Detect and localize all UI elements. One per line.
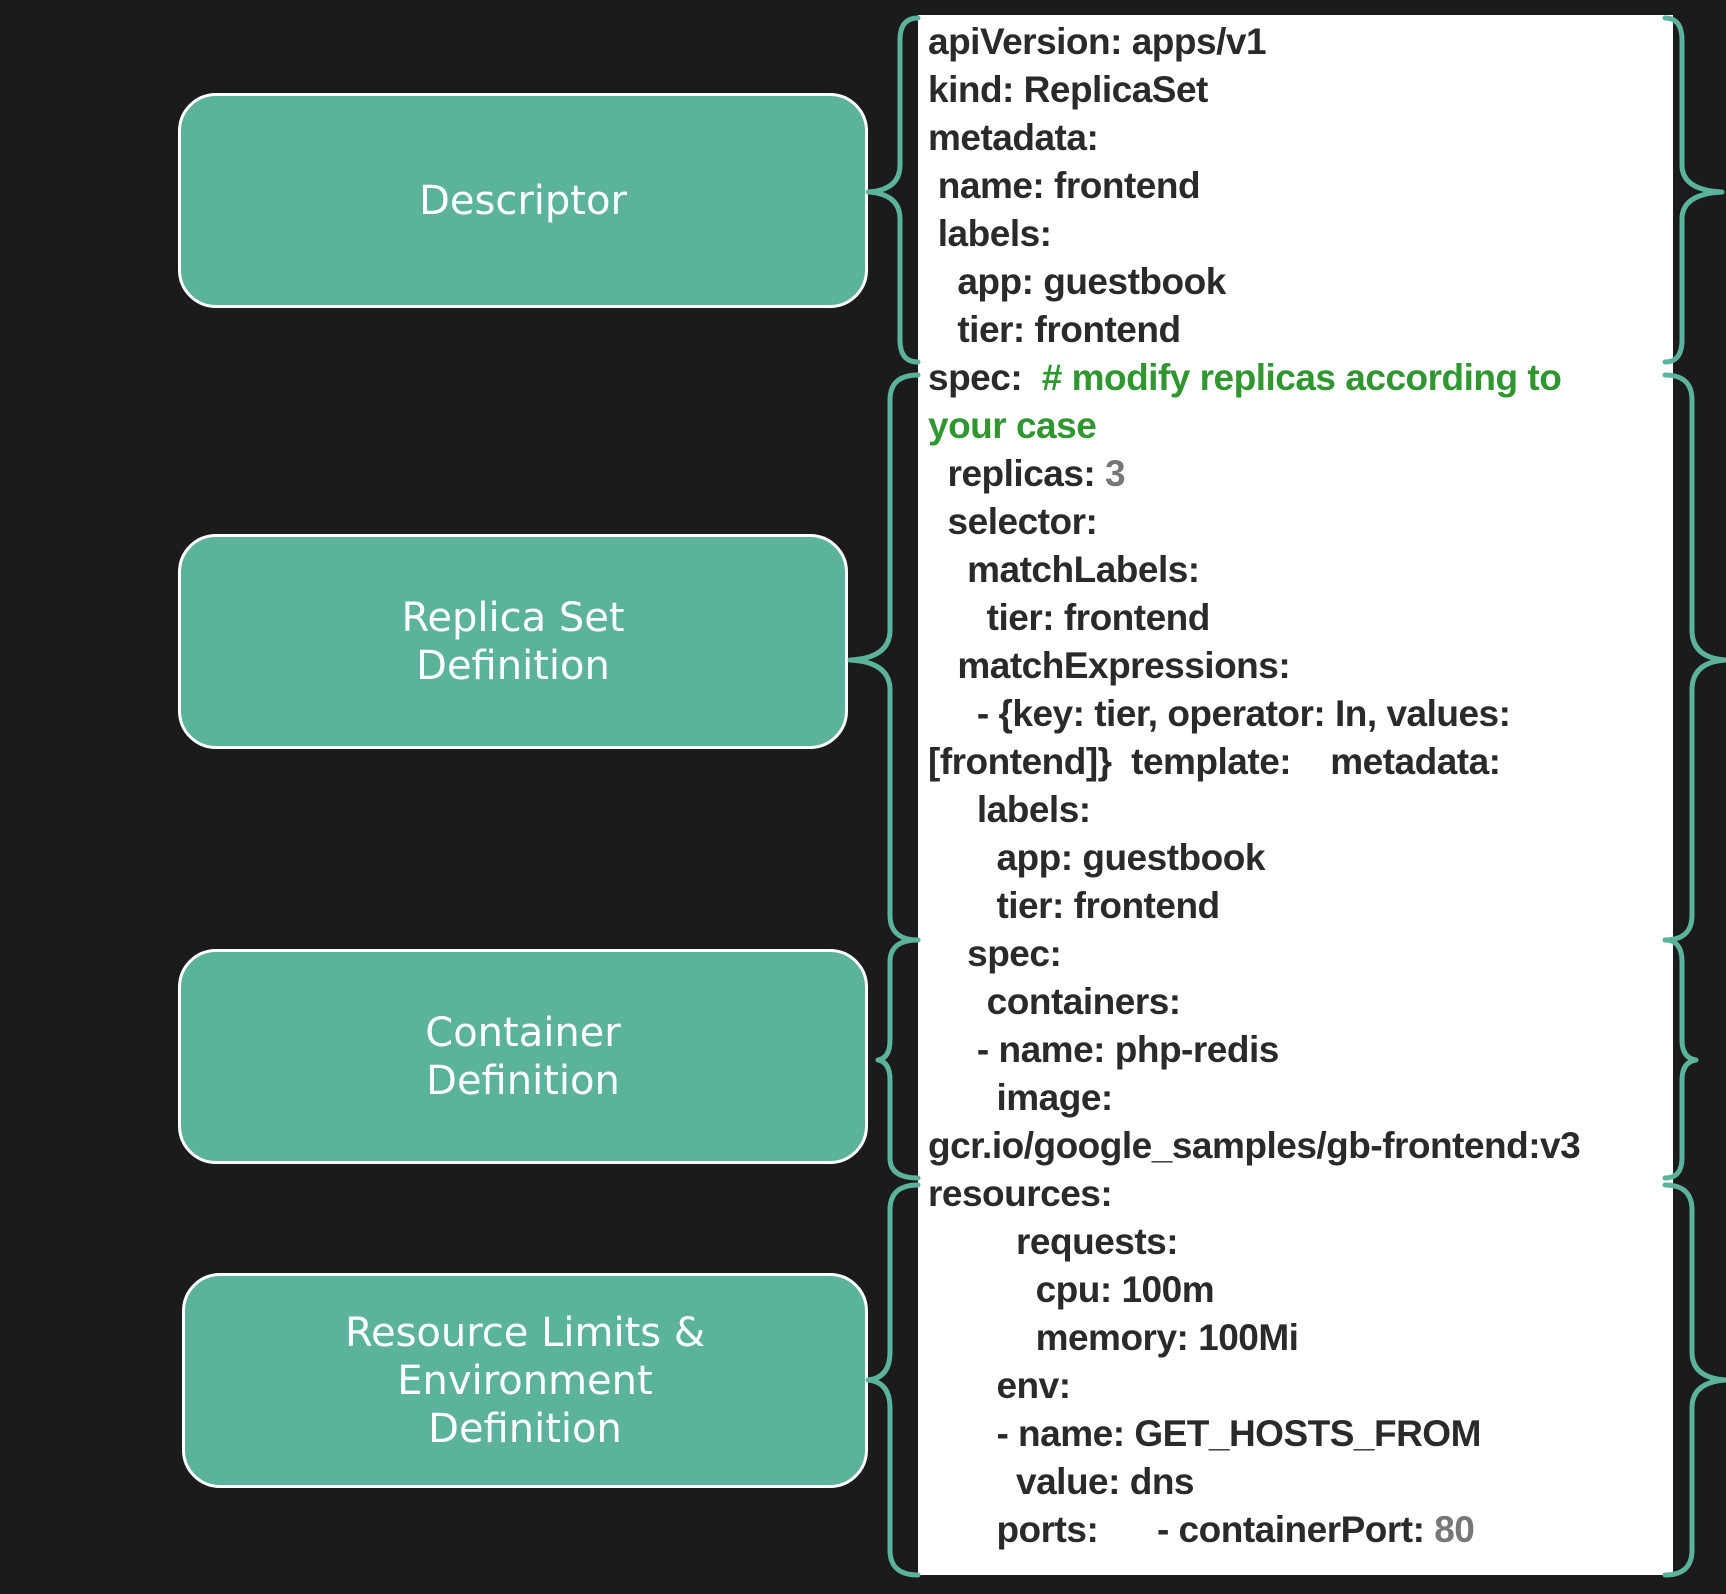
code-text: - {key: tier, operator: In, values:	[928, 693, 1511, 734]
code-line: apiVersion: apps/v1	[928, 18, 1673, 66]
code-line: - name: php-redis	[928, 1026, 1673, 1074]
code-text: apiVersion: apps/v1	[928, 21, 1267, 62]
code-line: name: frontend	[928, 162, 1673, 210]
code-line: app: guestbook	[928, 834, 1673, 882]
code-line: matchLabels:	[928, 546, 1673, 594]
code-text: spec:	[928, 357, 1042, 398]
code-line: env:	[928, 1362, 1673, 1410]
container-definition-box: Container Definition	[178, 949, 868, 1164]
code-line: spec:	[928, 930, 1673, 978]
code-line: image:	[928, 1074, 1673, 1122]
code-line: matchExpressions:	[928, 642, 1673, 690]
resource-label-line2: Environment	[397, 1357, 653, 1404]
right-brace-replica-set	[1662, 372, 1726, 943]
code-line: cpu: 100m	[928, 1266, 1673, 1314]
code-text: matchExpressions:	[928, 645, 1291, 686]
replica-set-label-line2: Definition	[416, 642, 610, 689]
code-line: tier: frontend	[928, 882, 1673, 930]
code-text: cpu: 100m	[928, 1269, 1215, 1310]
code-text: metadata:	[928, 117, 1099, 158]
resource-label-line3: Definition	[428, 1405, 622, 1452]
code-text: image:	[928, 1077, 1113, 1118]
code-text: name: frontend	[928, 165, 1201, 206]
code-text: - name: GET_HOSTS_FROM	[928, 1413, 1481, 1454]
code-text: selector:	[928, 501, 1098, 542]
code-line: containers:	[928, 978, 1673, 1026]
code-line: resources:	[928, 1170, 1673, 1218]
code-line: selector:	[928, 498, 1673, 546]
code-number: 80	[1434, 1509, 1475, 1550]
code-text: app: guestbook	[928, 261, 1226, 302]
left-brace-resource	[865, 1182, 921, 1578]
code-comment: your case	[928, 405, 1097, 446]
code-line: tier: frontend	[928, 594, 1673, 642]
code-text: replicas:	[928, 453, 1106, 494]
code-line: - {key: tier, operator: In, values:	[928, 690, 1673, 738]
code-text: app: guestbook	[928, 837, 1265, 878]
code-text: memory: 100Mi	[928, 1317, 1299, 1358]
resource-limits-environment-box: Resource Limits & Environment Definition	[182, 1273, 868, 1488]
code-text: tier: frontend	[928, 309, 1181, 350]
code-text: gcr.io/google_samples/gb-frontend:v3	[928, 1125, 1581, 1166]
replica-set-label-line1: Replica Set	[401, 594, 625, 641]
yaml-code-panel	[918, 15, 1673, 1575]
descriptor-label: Descriptor	[419, 177, 627, 224]
code-text: value: dns	[928, 1461, 1195, 1502]
code-line: app: guestbook	[928, 258, 1673, 306]
left-brace-replica-set	[847, 372, 921, 943]
right-brace-descriptor	[1662, 15, 1725, 365]
code-line: replicas: 3	[928, 450, 1673, 498]
code-text: tier: frontend	[928, 597, 1211, 638]
code-text: matchLabels:	[928, 549, 1200, 590]
code-line: metadata:	[928, 114, 1673, 162]
right-brace-resource	[1662, 1182, 1726, 1578]
code-text: ports: - containerPort:	[928, 1509, 1435, 1550]
code-line: - name: GET_HOSTS_FROM	[928, 1410, 1673, 1458]
code-line: memory: 100Mi	[928, 1314, 1673, 1362]
code-line: [frontend]} template: metadata:	[928, 738, 1673, 786]
yaml-code-block: apiVersion: apps/v1 kind: ReplicaSet metad…	[928, 18, 1673, 1554]
code-text: kind: ReplicaSet	[928, 69, 1208, 110]
code-text: resources:	[928, 1173, 1113, 1214]
code-line: labels:	[928, 786, 1673, 834]
code-line: gcr.io/google_samples/gb-frontend:v3	[928, 1122, 1673, 1170]
code-number: 3	[1105, 453, 1126, 494]
code-comment: # modify replicas according to	[1041, 357, 1562, 398]
left-brace-container	[875, 937, 921, 1181]
code-text: containers:	[928, 981, 1181, 1022]
code-line: value: dns	[928, 1458, 1673, 1506]
descriptor-box: Descriptor	[178, 93, 868, 308]
code-line: spec: # modify replicas according to	[928, 354, 1673, 402]
container-label-line2: Definition	[426, 1057, 620, 1104]
code-line: labels:	[928, 210, 1673, 258]
code-line: your case	[928, 402, 1673, 450]
replica-set-definition-box: Replica Set Definition	[178, 534, 848, 749]
code-text: requests:	[928, 1221, 1179, 1262]
code-text: labels:	[928, 789, 1091, 830]
code-line: tier: frontend	[928, 306, 1673, 354]
resource-label-line1: Resource Limits &	[344, 1309, 706, 1356]
left-brace-descriptor	[865, 15, 921, 365]
code-text: labels:	[928, 213, 1052, 254]
container-label-line1: Container	[425, 1009, 621, 1056]
code-text: [frontend]} template: metadata:	[928, 741, 1501, 782]
code-line: kind: ReplicaSet	[928, 66, 1673, 114]
code-line: ports: - containerPort: 80	[928, 1506, 1673, 1554]
code-line: requests:	[928, 1218, 1673, 1266]
code-text: tier: frontend	[928, 885, 1220, 926]
code-text: env:	[928, 1365, 1071, 1406]
code-text: - name: php-redis	[928, 1029, 1279, 1070]
code-text: spec:	[928, 933, 1062, 974]
